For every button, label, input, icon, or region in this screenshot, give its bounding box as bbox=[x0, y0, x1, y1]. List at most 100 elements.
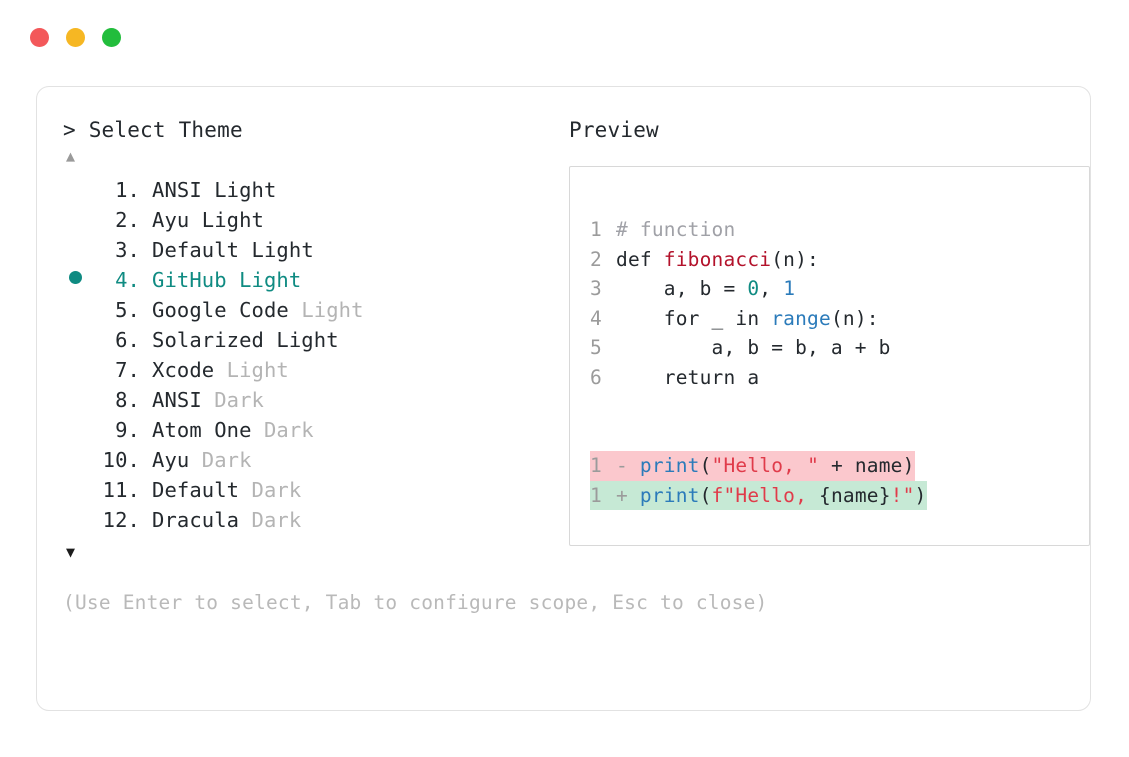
theme-item-name: Ayu bbox=[152, 208, 202, 232]
theme-picker-card: > Select Theme ▲ 1. ANSI Light 2. Ayu Light… bbox=[36, 86, 1091, 711]
theme-list-item[interactable]: 12. Dracula Dark bbox=[63, 505, 533, 535]
diff-line-del: 1- print("Hello, " + name) bbox=[590, 451, 1083, 481]
code-line-text: # function bbox=[616, 215, 735, 245]
theme-item-variant: Light bbox=[239, 268, 302, 292]
diff-sign: - bbox=[616, 454, 640, 477]
theme-item-variant: Dark bbox=[251, 478, 302, 502]
theme-item-index: 11. bbox=[102, 478, 140, 502]
theme-item-index: 8. bbox=[115, 388, 140, 412]
diff-highlight: + print(f"Hello, {name}!") bbox=[616, 480, 927, 510]
zoom-button-dot[interactable] bbox=[102, 28, 121, 47]
theme-list-item[interactable]: 4. GitHub Light bbox=[63, 265, 533, 295]
theme-item-name: Dracula bbox=[152, 508, 252, 532]
theme-item-name: Google Code bbox=[152, 298, 302, 322]
keyboard-hint: (Use Enter to select, Tab to configure s… bbox=[63, 591, 768, 614]
code-line-text: def fibonacci(n): bbox=[616, 245, 819, 275]
theme-list-item[interactable]: 1. ANSI Light bbox=[63, 175, 533, 205]
theme-item-variant: Light bbox=[214, 178, 277, 202]
code-line-text: return a bbox=[616, 363, 759, 393]
theme-list-item[interactable]: 5. Google Code Light bbox=[63, 295, 533, 325]
theme-item-index: 4. bbox=[115, 268, 140, 292]
theme-list-item[interactable]: 9.Atom One Dark bbox=[63, 415, 533, 445]
code-token-plain: (n): bbox=[830, 306, 879, 330]
theme-item-variant: Dark bbox=[201, 448, 252, 472]
code-token-plain: return a bbox=[616, 365, 760, 389]
code-token-comment: # function bbox=[616, 218, 736, 241]
line-number: 2 bbox=[590, 247, 602, 271]
theme-item-index: 5. bbox=[115, 298, 140, 322]
line-number: 6 bbox=[590, 365, 602, 389]
code-line-text: a, b = 0, 1 bbox=[616, 274, 795, 304]
code-token-plain: {name} bbox=[819, 483, 891, 507]
theme-item-name: Solarized bbox=[152, 328, 277, 352]
close-button-dot[interactable] bbox=[30, 28, 49, 47]
theme-item-variant: Light bbox=[276, 328, 339, 352]
code-token-plain: a, b = bbox=[616, 277, 748, 300]
code-token-plain: ) bbox=[914, 483, 927, 507]
code-token-num2: 1 bbox=[783, 277, 796, 300]
page-title: > Select Theme bbox=[63, 115, 533, 145]
theme-list-item[interactable]: 8.ANSI Dark bbox=[63, 385, 533, 415]
code-line-text: for _ in range(n): bbox=[616, 304, 879, 334]
code-line-text: a, b = b, a + b bbox=[616, 333, 891, 363]
code-token-builtin: range bbox=[771, 306, 831, 330]
theme-item-name: Ayu bbox=[152, 448, 202, 472]
theme-item-index: 7. bbox=[115, 358, 140, 382]
theme-list-item[interactable]: 11.Default Dark bbox=[63, 475, 533, 505]
scroll-down-arrow-icon[interactable]: ▼ bbox=[66, 543, 76, 561]
theme-item-index: 2. bbox=[115, 208, 140, 232]
code-line: 5 a, b = b, a + b bbox=[590, 333, 1083, 363]
line-number: 1 bbox=[590, 451, 616, 481]
theme-list-item[interactable]: 6. Solarized Light bbox=[63, 325, 533, 355]
theme-item-name: ANSI bbox=[152, 388, 215, 412]
code-token-plain: for _ in bbox=[616, 306, 772, 330]
title-spacer bbox=[76, 118, 89, 142]
diff-highlight: - print("Hello, " + name) bbox=[616, 451, 915, 481]
theme-list-item[interactable]: 2. Ayu Light bbox=[63, 205, 533, 235]
scroll-up-arrow-icon[interactable]: ▲ bbox=[66, 147, 76, 165]
code-line: 6 return a bbox=[590, 363, 1083, 393]
theme-item-variant: Light bbox=[301, 298, 364, 322]
line-number: 3 bbox=[590, 277, 602, 300]
theme-item-index: 3. bbox=[115, 238, 140, 262]
minimize-button-dot[interactable] bbox=[66, 28, 85, 47]
theme-item-variant: Dark bbox=[263, 418, 314, 442]
selected-bullet-icon bbox=[69, 271, 82, 284]
theme-item-name: ANSI bbox=[152, 178, 215, 202]
preview-title: Preview bbox=[569, 118, 659, 142]
code-token-plain: ( bbox=[699, 483, 712, 507]
theme-item-variant: Light bbox=[201, 208, 264, 232]
code-token-str: f"Hello, bbox=[711, 483, 820, 507]
theme-item-variant: Light bbox=[251, 238, 314, 262]
code-token-plain: (n): bbox=[771, 247, 819, 271]
theme-item-variant: Dark bbox=[251, 508, 302, 532]
theme-item-name: GitHub bbox=[152, 268, 240, 292]
theme-item-name: Xcode bbox=[152, 358, 227, 382]
title-text: Select Theme bbox=[88, 118, 243, 142]
code-token-plain: ( bbox=[699, 454, 712, 477]
theme-item-name: Default bbox=[152, 238, 252, 262]
theme-list-item[interactable]: 3. Default Light bbox=[63, 235, 533, 265]
theme-item-index: 9. bbox=[115, 418, 140, 442]
code-token-func: fibonacci bbox=[663, 247, 772, 271]
code-line: 2 def fibonacci(n): bbox=[590, 245, 1083, 275]
line-number: 5 bbox=[590, 336, 602, 359]
diff-line-add: 1+ print(f"Hello, {name}!") bbox=[590, 480, 1083, 510]
diff-sign: + bbox=[616, 483, 640, 507]
theme-list-item[interactable]: 7. Xcode Light bbox=[63, 355, 533, 385]
code-token-plain: , bbox=[759, 277, 784, 300]
theme-item-index: 10. bbox=[102, 448, 140, 472]
theme-item-index: 1. bbox=[115, 178, 140, 202]
theme-item-index: 6. bbox=[115, 328, 140, 352]
code-token-num: 0 bbox=[747, 277, 760, 300]
theme-item-index: 12. bbox=[102, 508, 140, 532]
line-number: 1 bbox=[590, 218, 602, 241]
theme-item-variant: Light bbox=[226, 358, 289, 382]
prompt-marker: > bbox=[63, 118, 76, 142]
code-line: 3 a, b = 0, 1 bbox=[590, 274, 1083, 304]
code-line: 1 # function bbox=[590, 215, 1083, 245]
theme-list-item[interactable]: 10. Ayu Dark bbox=[63, 445, 533, 475]
